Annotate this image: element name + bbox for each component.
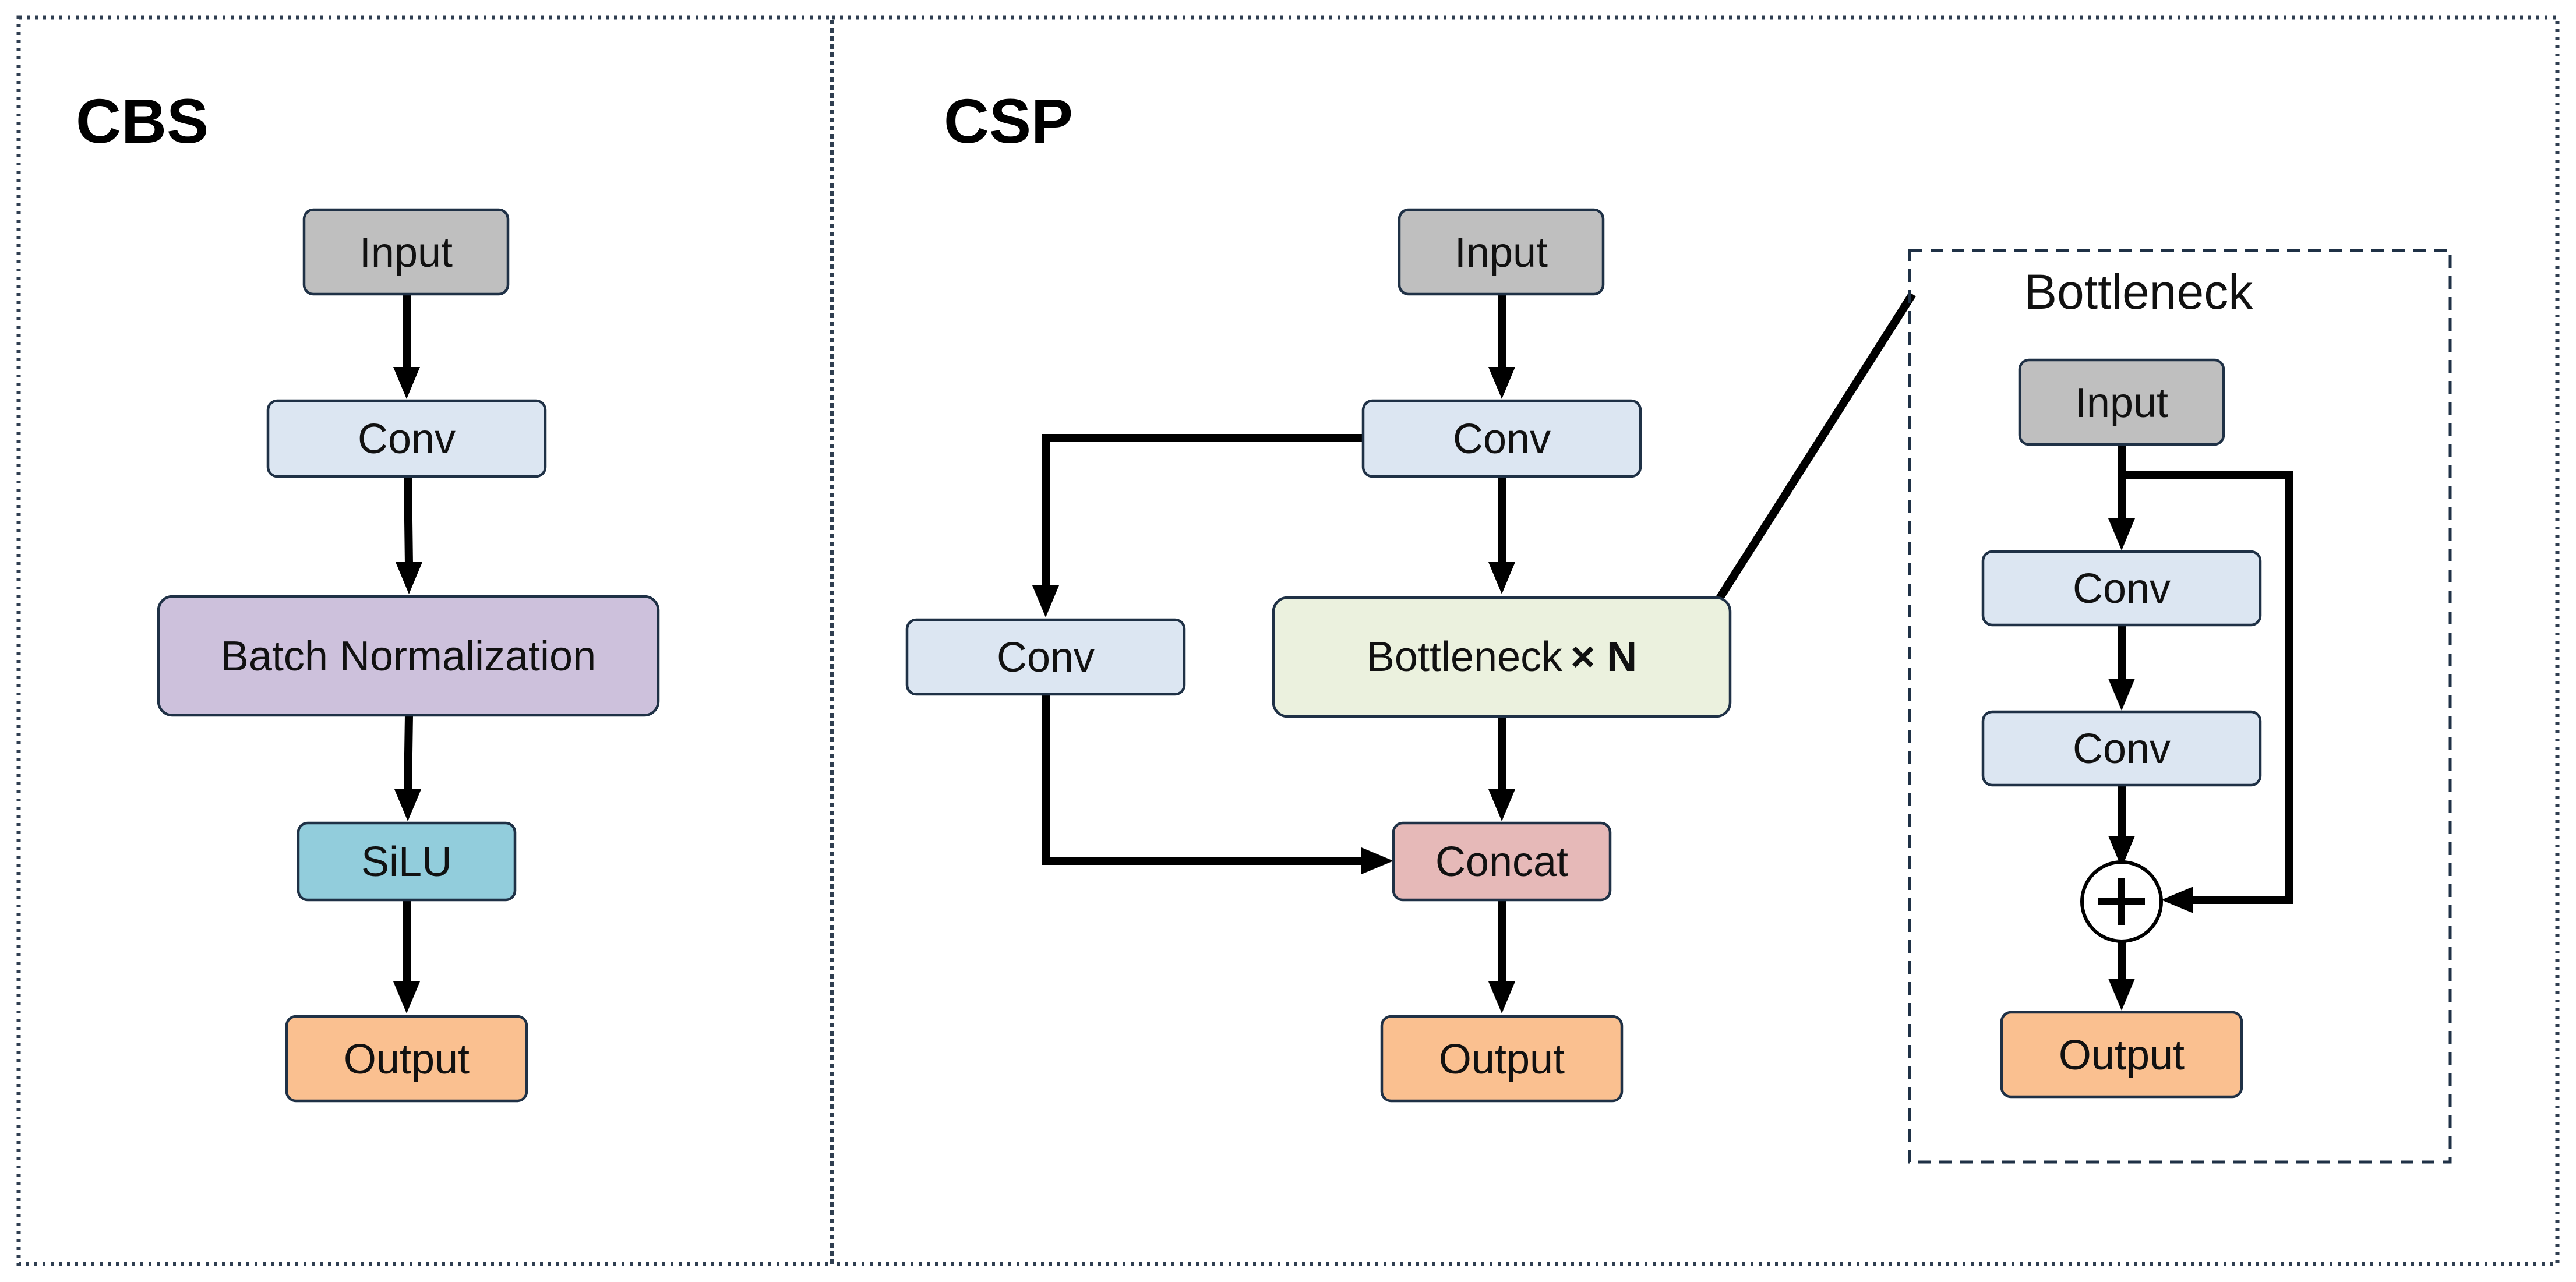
cbs-output-box: [285, 1015, 528, 1103]
cbs-flow: Input Conv Batch Normalization SiLU Outp…: [157, 208, 660, 1103]
inset-conv2-box: [1981, 710, 2262, 787]
csp-conv-main-box: [1361, 399, 1642, 478]
inset-arrowhead-output: [2108, 979, 2135, 1011]
inset-output-label: Output: [2059, 1032, 2185, 1079]
csp-bottleneck-text: Bottleneck: [1367, 634, 1563, 680]
plus-icon: [2098, 878, 2145, 925]
cbs-input-node: Input: [302, 208, 510, 296]
csp-zoom-connector: [1715, 292, 1916, 602]
inset-conv1-label: Conv: [2073, 566, 2171, 612]
inset-output-node: Output: [2000, 1011, 2243, 1099]
cbs-conv-label: Conv: [358, 416, 456, 462]
csp-input-box: [1398, 208, 1605, 296]
csp-input-node: Input: [1398, 208, 1605, 296]
csp-output-label: Output: [1439, 1036, 1565, 1083]
csp-conv-main-node: Conv: [1361, 399, 1642, 478]
cbs-batchnorm-box: [157, 595, 660, 717]
cbs-panel-frame: [16, 15, 834, 1266]
cbs-arrowhead-bn: [396, 562, 422, 594]
cbs-batchnorm-label: Batch Normalization: [221, 633, 596, 680]
inset-conv2-node: Conv: [1981, 710, 2262, 787]
inset-input-box: [2018, 358, 2225, 446]
cbs-panel: CBS: [16, 15, 834, 1266]
csp-edge-conv-side: [1042, 434, 1363, 588]
cbs-output-label: Output: [344, 1036, 470, 1083]
cbs-batchnorm-node: Batch Normalization: [157, 595, 660, 717]
csp-output-node: Output: [1380, 1015, 1624, 1103]
inset-conv2-label: Conv: [2073, 726, 2171, 772]
inset-add-node: [2080, 860, 2163, 943]
inset-arrowhead-conv1: [2108, 518, 2135, 550]
csp-panel-frame: [830, 15, 2560, 1266]
csp-bottleneck-times: × N: [1571, 634, 1637, 680]
csp-bottleneck-box: [1272, 596, 1732, 718]
inset-input-label: Input: [2075, 380, 2168, 426]
bottleneck-inset: Bottleneck Input Conv Conv: [1908, 249, 2452, 1164]
csp-conv-main-label: Conv: [1453, 416, 1551, 462]
csp-flow: Input Conv Conv Bottleneck× N Concat Out…: [905, 208, 1916, 1103]
inset-arrowhead-add: [2108, 836, 2135, 868]
csp-output-box: [1380, 1015, 1624, 1103]
csp-arrowhead-concat: [1488, 789, 1515, 821]
cbs-title: CBS: [76, 86, 209, 156]
csp-input-label: Input: [1455, 229, 1548, 276]
cbs-conv-box: [266, 399, 547, 478]
csp-arrowhead-side-concat: [1361, 847, 1393, 874]
csp-arrowhead-output: [1488, 981, 1515, 1013]
inset-conv1-box: [1981, 550, 2262, 627]
cbs-input-label: Input: [359, 229, 453, 276]
cbs-silu-box: [297, 821, 517, 902]
csp-concat-node: Concat: [1392, 821, 1612, 902]
inset-edge-residual: [2122, 471, 2293, 904]
cbs-arrowhead-silu: [394, 789, 421, 821]
csp-conv-side-node: Conv: [905, 618, 1186, 696]
cbs-silu-node: SiLU: [297, 821, 517, 902]
cbs-arrowhead-conv: [393, 367, 420, 399]
csp-arrowhead-bottleneck: [1488, 562, 1515, 594]
csp-title: CSP: [944, 86, 1073, 156]
bottleneck-inset-frame: [1908, 249, 2452, 1164]
inset-conv1-node: Conv: [1981, 550, 2262, 627]
csp-panel: CSP: [830, 15, 2560, 1266]
cbs-conv-node: Conv: [266, 399, 547, 478]
csp-conv-side-label: Conv: [997, 634, 1095, 681]
bottleneck-inset-title: Bottleneck: [2024, 264, 2253, 319]
inset-input-node: Input: [2018, 358, 2225, 446]
csp-concat-label: Concat: [1435, 839, 1568, 885]
cbs-edge-bn-silu: [404, 715, 413, 793]
cbs-output-node: Output: [285, 1015, 528, 1103]
cbs-arrowhead-output: [393, 981, 420, 1013]
csp-arrowhead-conv: [1488, 367, 1515, 399]
csp-conv-side-box: [905, 618, 1186, 696]
inset-arrowhead-conv2: [2108, 679, 2135, 711]
csp-edge-side-concat: [1042, 693, 1364, 865]
csp-arrowhead-side-conv: [1032, 585, 1059, 617]
inset-arrowhead-residual: [2161, 887, 2193, 913]
cbs-input-box: [302, 208, 510, 296]
cbs-edge-conv-bn: [404, 476, 413, 566]
cbs-silu-label: SiLU: [361, 839, 452, 885]
inset-output-box: [2000, 1011, 2243, 1099]
csp-bottleneck-node: Bottleneck× N: [1272, 596, 1732, 718]
csp-bottleneck-label: Bottleneck× N: [1367, 634, 1637, 680]
csp-concat-box: [1392, 821, 1612, 902]
